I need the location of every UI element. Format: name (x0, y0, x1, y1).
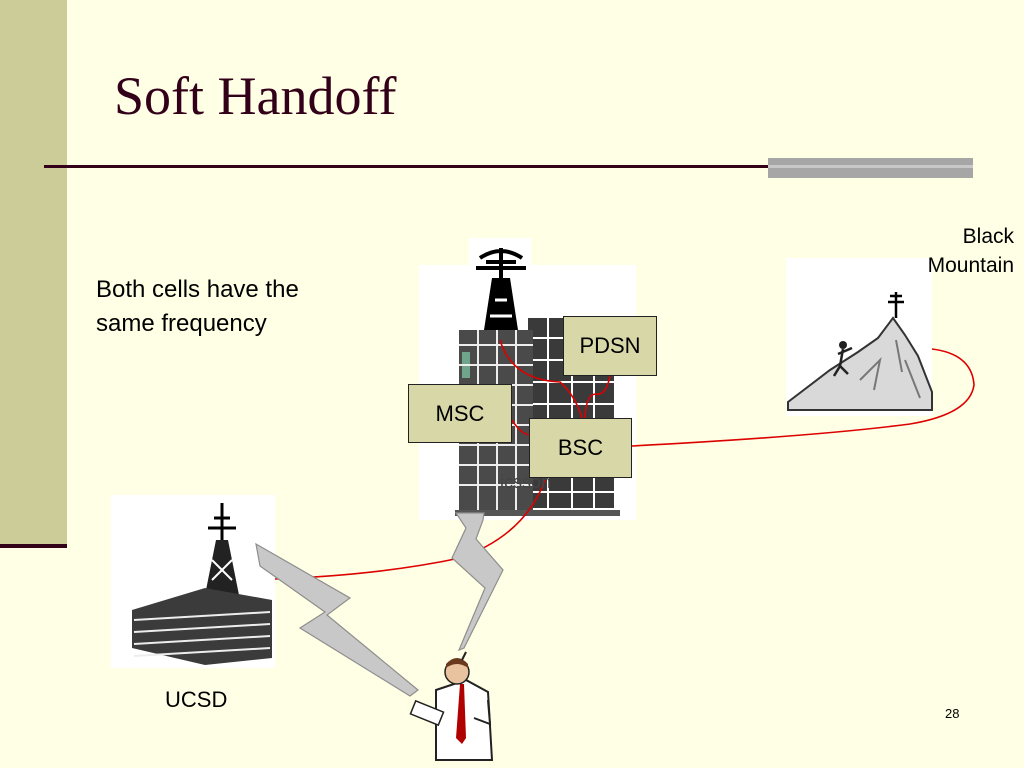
left-band-underline (0, 544, 67, 548)
black-mountain-label-line1: Black (962, 225, 1014, 248)
link-msc-to-bsc (511, 419, 530, 436)
link-pdsn-to-bsc (584, 375, 611, 419)
title-rule (44, 165, 970, 168)
body-text: Both cells have the same frequency (96, 276, 299, 337)
slide-number: 28 (945, 706, 960, 721)
black-mountain-label-line2: Mountain (927, 254, 1014, 277)
title-rule-accent (768, 158, 973, 178)
link-bsc-to-black-mountain (631, 348, 975, 447)
building-sign-label: icsson (500, 472, 552, 492)
radio-link-switching-center (451, 512, 504, 652)
ucsd-label: UCSD (165, 687, 228, 712)
man-on-phone-icon (409, 651, 494, 761)
slide-title: Soft Handoff (114, 66, 397, 126)
cell-tower-building-icon (111, 495, 275, 668)
mountain-antenna-icon (786, 258, 933, 416)
msc-node: MSC (408, 384, 512, 443)
link-tower-to-bsc (499, 339, 583, 419)
bsc-node: BSC (529, 418, 632, 478)
radio-link-ucsd (255, 542, 419, 697)
pdsn-node: PDSN (563, 316, 657, 376)
black-mountain-label: Black Mountain (928, 222, 1014, 280)
left-band-decoration (0, 0, 67, 545)
